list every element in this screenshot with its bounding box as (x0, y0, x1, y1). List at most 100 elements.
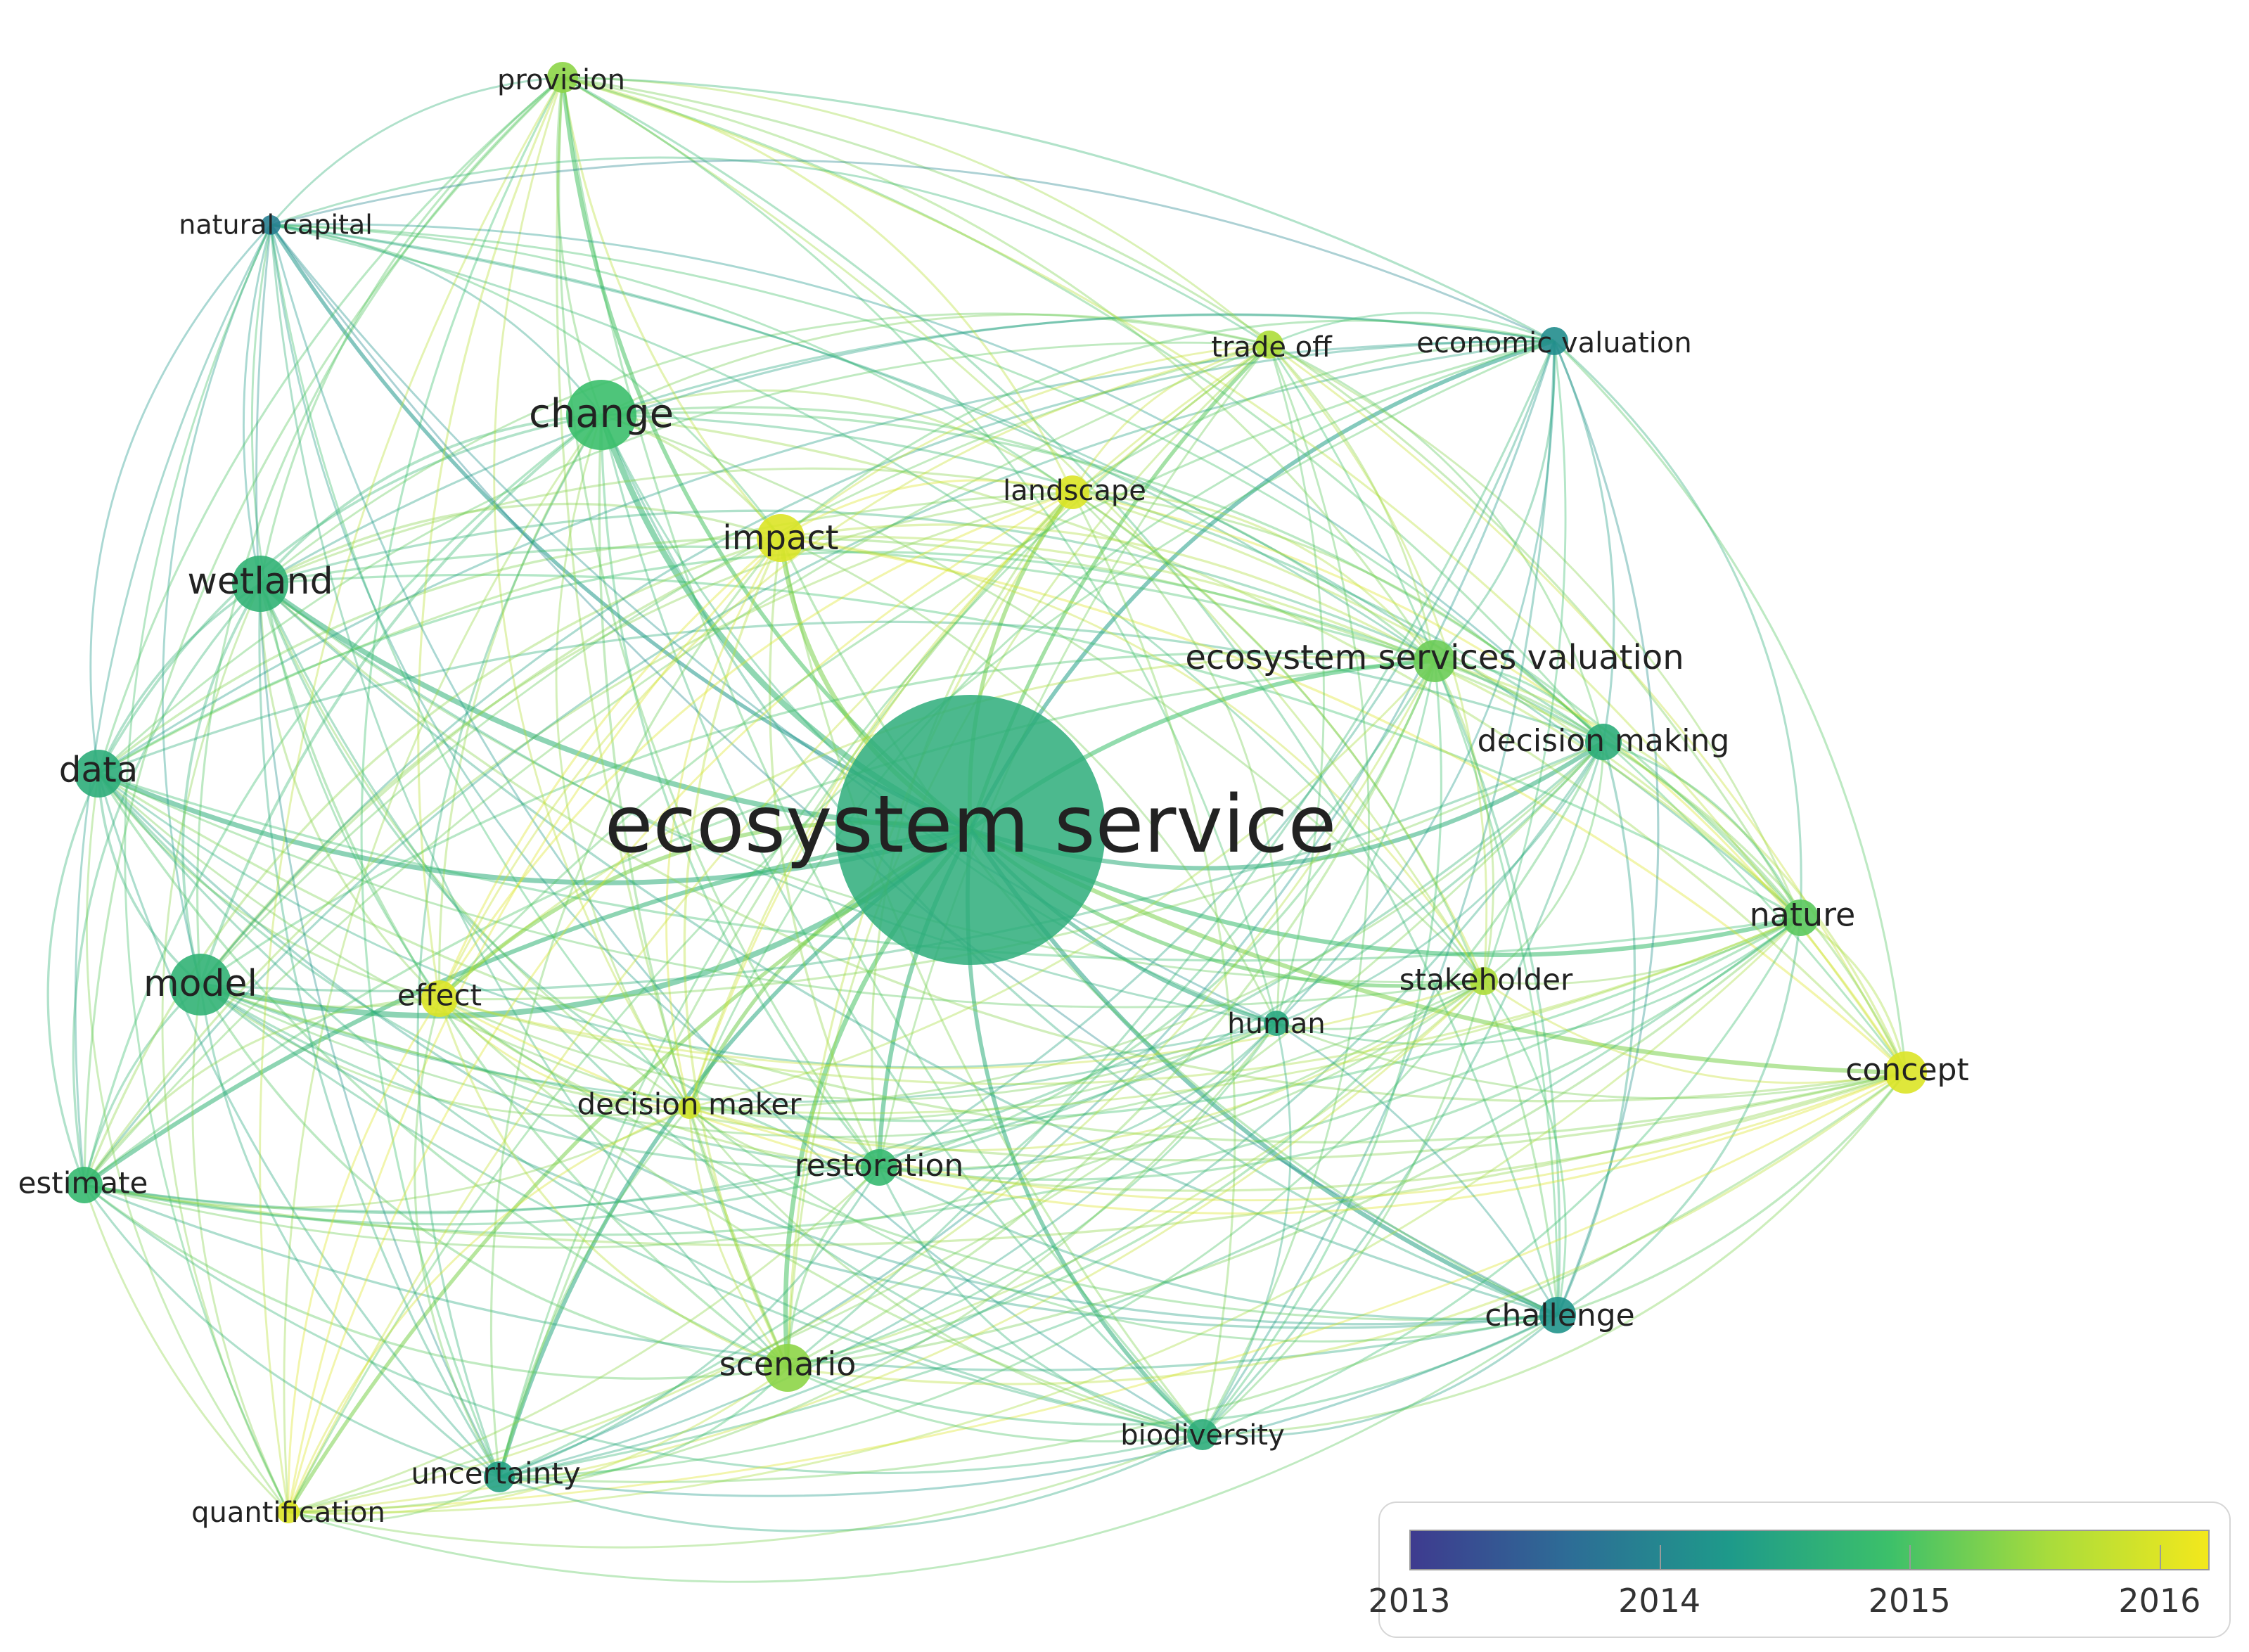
node-label-model[interactable]: model (143, 963, 257, 1005)
link-human-challenge (1276, 1022, 1559, 1316)
node-label-human[interactable]: human (1227, 1008, 1326, 1040)
node-data[interactable] (75, 750, 122, 798)
link-impact-landscape (780, 479, 1073, 539)
link-estimate-biodiversity (84, 1184, 1203, 1475)
link-economic-valuation-stakeholder (1482, 340, 1567, 982)
node-natural-capital[interactable] (261, 215, 281, 235)
node-label-wetland[interactable]: wetland (187, 561, 333, 603)
node-stakeholder[interactable] (1470, 967, 1498, 995)
node-label-landscape[interactable]: landscape (1003, 475, 1146, 507)
year-color-scale (1409, 1530, 2210, 1570)
link-human-quantification (288, 1023, 1278, 1513)
node-label-decision-making[interactable]: decision making (1478, 723, 1730, 759)
link-change-model (199, 414, 603, 985)
node-label-change[interactable]: change (529, 391, 674, 437)
link-natural-capital-economic-valuation (270, 159, 1555, 342)
node-change[interactable] (566, 380, 636, 450)
node-label-natural-capital[interactable]: natural capital (179, 210, 373, 241)
link-trade-off-stakeholder (1268, 344, 1488, 982)
node-trade-off[interactable] (1255, 331, 1283, 359)
node-label-stakeholder[interactable]: stakeholder (1399, 963, 1573, 997)
link-decision-making-scenario (787, 741, 1605, 1369)
link-wetland-human (260, 582, 1277, 1025)
link-change-effect (438, 414, 603, 999)
link-change-trade-off (601, 313, 1270, 416)
node-label-uncertainty[interactable]: uncertainty (411, 1456, 580, 1491)
node-label-impact[interactable]: impact (722, 518, 838, 558)
link-economic-valuation-challenge (1553, 340, 1660, 1316)
node-decision-making[interactable] (1585, 724, 1622, 760)
link-human-restoration (878, 1022, 1278, 1172)
node-ecosystem-services-valuation[interactable] (1414, 640, 1456, 682)
node-label-provision[interactable]: provision (497, 64, 625, 96)
node-label-economic-valuation[interactable]: economic valuation (1416, 327, 1691, 359)
node-nature[interactable] (1782, 899, 1819, 936)
node-scenario[interactable] (764, 1344, 812, 1392)
link-provision-landscape (562, 76, 1074, 493)
link-wetland-trade-off (260, 312, 1270, 585)
node-wetland[interactable] (232, 556, 288, 612)
node-label-ecosystem-service[interactable]: ecosystem service (605, 779, 1337, 871)
link-wetland-impact (260, 502, 781, 585)
link-landscape-challenge (1072, 491, 1559, 1316)
link-landscape-ecosystem-services-valuation (1072, 491, 1436, 662)
link-decision-maker-quantification (287, 1106, 690, 1513)
node-model[interactable] (169, 954, 231, 1016)
node-estimate[interactable] (66, 1167, 103, 1203)
link-data-concept (98, 772, 1907, 1144)
node-label-quantification[interactable]: quantification (191, 1497, 385, 1529)
link-stakeholder-uncertainty (499, 980, 1485, 1478)
node-restoration[interactable] (861, 1149, 897, 1186)
node-label-challenge[interactable]: challenge (1485, 1298, 1634, 1333)
node-label-biodiversity[interactable]: biodiversity (1120, 1419, 1285, 1452)
link-provision-uncertainty (360, 77, 564, 1478)
link-ecosystem-services-valuation-quantification (288, 660, 1436, 1513)
link-scenario-uncertainty (499, 1366, 789, 1480)
link-challenge-biodiversity (1202, 1314, 1559, 1438)
node-label-ecosystem-services-valuation[interactable]: ecosystem services valuation (1185, 638, 1684, 677)
node-landscape[interactable] (1056, 475, 1089, 509)
link-landscape-uncertainty (498, 491, 1074, 1478)
link-provision-human (562, 76, 1278, 1024)
node-impact[interactable] (757, 514, 805, 562)
link-decision-making-human (1276, 741, 1605, 1025)
link-concept-human (1276, 1022, 1907, 1100)
node-challenge[interactable] (1539, 1297, 1576, 1333)
link-model-biodiversity (200, 983, 1203, 1436)
link-economic-valuation-nature (1553, 340, 1802, 918)
node-economic-valuation[interactable] (1540, 327, 1568, 355)
link-nature-challenge (1557, 917, 1802, 1317)
link-economic-valuation-decision-maker (688, 340, 1555, 1108)
node-label-data[interactable]: data (59, 750, 139, 790)
legend-tick-mark (1659, 1545, 1661, 1570)
node-label-trade-off[interactable]: trade off (1211, 331, 1333, 364)
node-provision[interactable] (547, 62, 578, 93)
node-label-decision-maker[interactable]: decision maker (577, 1087, 802, 1122)
node-label-effect[interactable]: effect (397, 978, 482, 1013)
link-wetland-nature (260, 573, 1801, 919)
node-ecosystem-service[interactable] (835, 695, 1106, 965)
link-provision-economic-valuation (562, 76, 1555, 342)
link-economic-valuation-decision-making (1553, 340, 1615, 743)
node-uncertainty[interactable] (484, 1461, 515, 1492)
link-concept-scenario (787, 1071, 1907, 1385)
node-decision-maker[interactable] (678, 1096, 700, 1119)
link-data-human (98, 772, 1277, 1069)
node-label-estimate[interactable]: estimate (18, 1166, 148, 1200)
link-trade-off-economic-valuation (1269, 312, 1555, 346)
link-restoration-biodiversity (878, 1167, 1203, 1436)
node-effect[interactable] (421, 980, 458, 1017)
node-concept[interactable] (1885, 1051, 1927, 1094)
link-nature-uncertainty (499, 916, 1801, 1478)
node-label-restoration[interactable]: restoration (795, 1148, 964, 1184)
node-human[interactable] (1264, 1011, 1289, 1036)
node-biodiversity[interactable] (1187, 1419, 1218, 1450)
node-label-nature[interactable]: nature (1750, 896, 1856, 934)
node-quantification[interactable] (277, 1501, 300, 1523)
link-wetland-model (181, 583, 262, 985)
link-ecosystem-services-valuation-uncertainty (499, 660, 1436, 1478)
link-model-impact (199, 537, 781, 986)
link-impact-nature (780, 535, 1802, 919)
node-label-concept[interactable]: concept (1845, 1052, 1968, 1088)
node-label-scenario[interactable]: scenario (719, 1345, 857, 1383)
